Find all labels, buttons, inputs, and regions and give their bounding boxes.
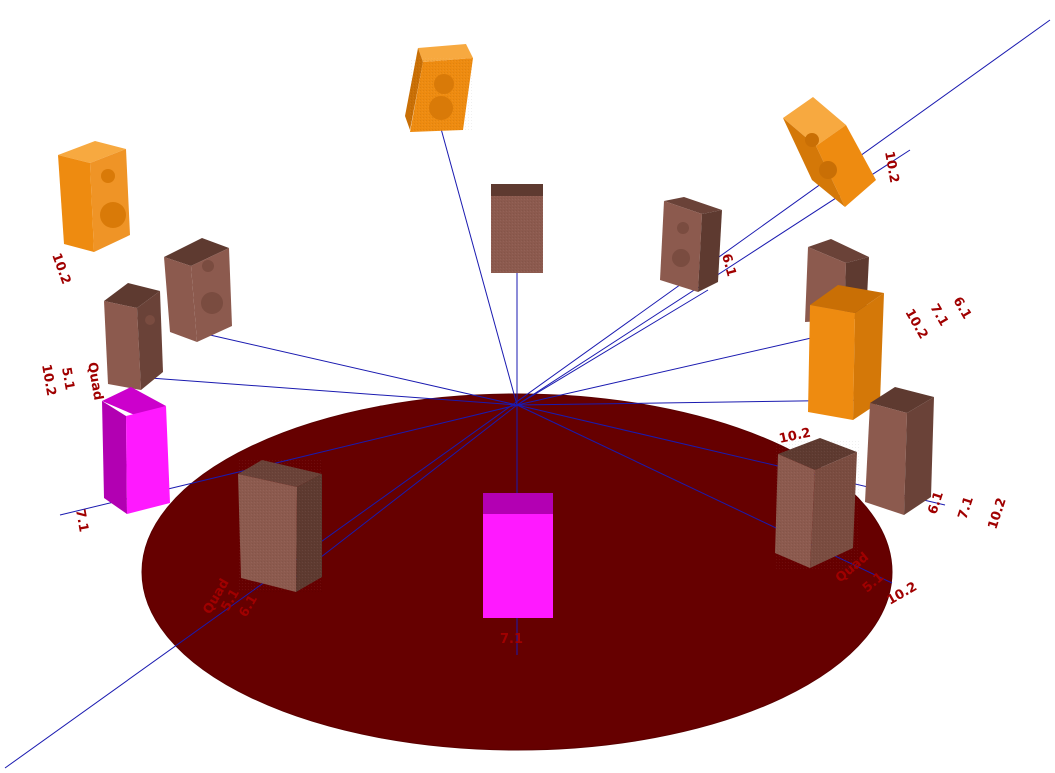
spoke-front-left <box>284 404 518 586</box>
speaker-front-left <box>238 460 322 592</box>
label-left-side: 7.1 <box>72 508 91 533</box>
label-left-top: 10.2 <box>48 251 73 286</box>
speaker-left-rear-high <box>104 283 163 390</box>
label-right-stack-3: 10.2 <box>986 496 1010 531</box>
speaker-top-right <box>783 97 876 207</box>
spoke-left-rear-high <box>149 377 518 406</box>
speaker-right-side-upper <box>808 285 884 420</box>
label-left-upper-1: 10.2 <box>38 363 58 397</box>
label-right-rear-3: 10.2 <box>902 307 931 342</box>
speaker-rear-center <box>491 184 543 273</box>
speaker-right-rear <box>660 197 722 292</box>
speaker-left-rear <box>164 238 232 342</box>
speaker-left-side <box>102 387 170 514</box>
diagonal-axis <box>4 19 1051 769</box>
speaker-front-right <box>775 438 859 570</box>
spoke-right-side-upper <box>516 335 821 406</box>
speaker-top-left <box>58 141 130 252</box>
spoke-right-rear <box>516 289 709 406</box>
label-rear-right-mid: 6.1 <box>718 252 738 278</box>
spoke-top-center <box>439 124 518 406</box>
label-right-front: 10.2 <box>778 426 812 447</box>
label-left-upper-3: Quad <box>84 361 105 401</box>
spoke-left-rear <box>209 334 518 406</box>
label-top-right: 10.2 <box>881 150 901 184</box>
label-left-upper-2: 5.1 <box>58 366 77 391</box>
speaker-center-front <box>483 493 553 618</box>
speaker-top-center <box>405 44 474 132</box>
label-right-rear-1: 6.1 <box>950 295 975 322</box>
label-right-stack-1: 6.1 <box>926 490 947 517</box>
label-right-stack-2: 7.1 <box>956 495 977 522</box>
label-center: 7.1 <box>500 632 523 647</box>
label-right-rear-2: 7.1 <box>927 302 952 329</box>
speaker-right-side <box>865 387 934 515</box>
